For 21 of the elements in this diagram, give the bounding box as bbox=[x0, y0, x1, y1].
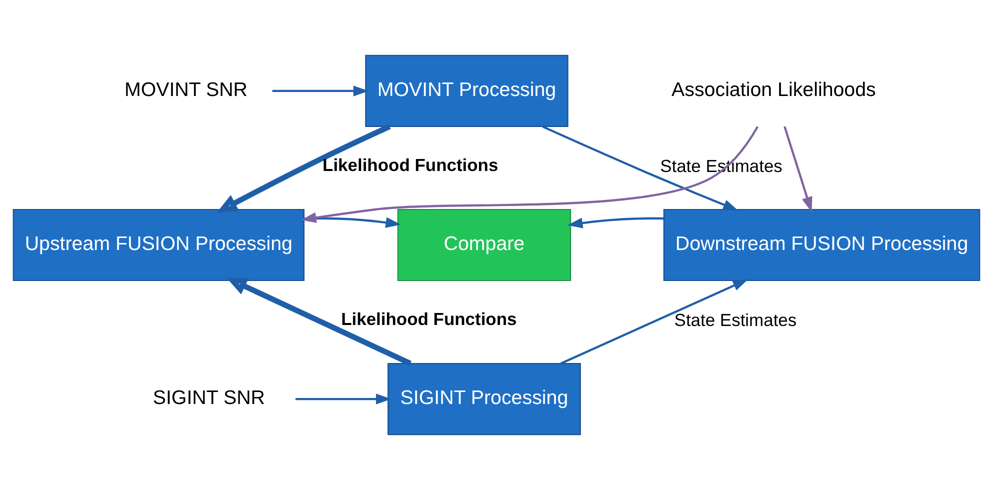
arrow bbox=[560, 278, 748, 364]
arrow bbox=[566, 216, 664, 228]
arrow bbox=[304, 216, 401, 228]
arrow bbox=[226, 277, 411, 366]
node-box: Compare bbox=[396, 208, 571, 281]
arrow bbox=[294, 393, 391, 404]
edge-label: State Estimates bbox=[674, 310, 796, 330]
arrow bbox=[216, 123, 390, 212]
arrow bbox=[783, 126, 812, 212]
node-box: SIGINT Processing bbox=[387, 362, 580, 435]
node-text: Association Likelihoods bbox=[671, 78, 876, 100]
node-box: MOVINT Processing bbox=[364, 54, 568, 127]
arrow bbox=[542, 125, 738, 210]
arrow bbox=[300, 126, 758, 222]
edge-label: Likelihood Functions bbox=[322, 154, 498, 175]
arrow bbox=[272, 85, 368, 96]
edge-label: Likelihood Functions bbox=[340, 308, 516, 329]
node-text: MOVINT SNR bbox=[124, 78, 247, 100]
node-box: Downstream FUSION Processing bbox=[662, 208, 980, 281]
node-box: Upstream FUSION Processing bbox=[12, 208, 304, 281]
node-text: SIGINT SNR bbox=[152, 386, 264, 408]
